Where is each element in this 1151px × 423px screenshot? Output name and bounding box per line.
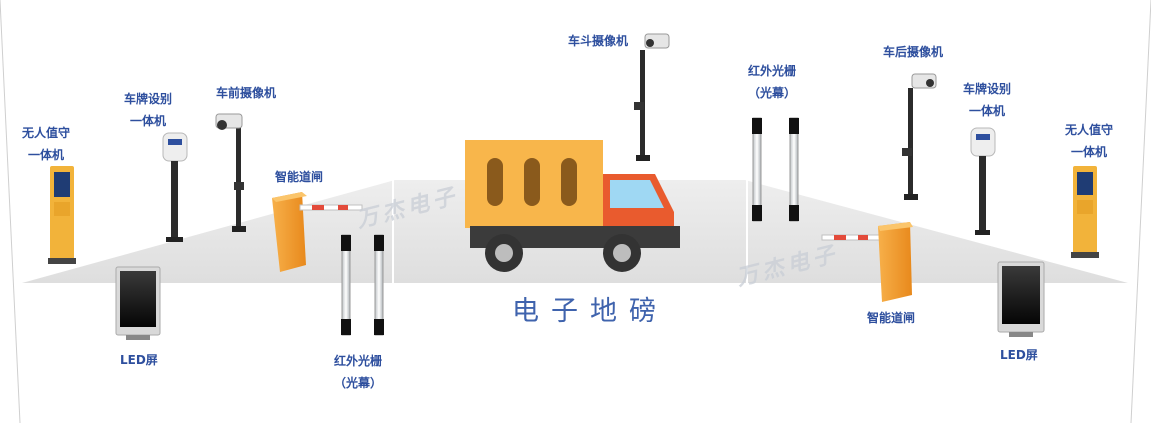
front-camera-pole [215,113,246,232]
bed-camera-pole [634,33,670,161]
label-line: 红外光栅 [748,64,797,78]
label-barrier-left: 智能道闸 [275,170,324,184]
label-line: 无人值守 [22,126,71,140]
label-kiosk-left: 无人值守 一体机 [22,122,70,166]
led-screen-right [997,261,1045,337]
plate-recognizer-right [970,127,996,235]
barrier-gate-right [821,222,913,302]
label-rear-camera: 车后摄像机 [883,45,944,59]
label-line: 一体机 [28,148,65,162]
label-line: 红外光栅 [334,354,383,368]
label-led-left: LED屏 [120,353,158,367]
label-line: 一体机 [1071,145,1108,159]
label-line: 车牌设别 [963,82,1012,96]
label-line: （光幕） [334,376,383,390]
ir-grating-left [341,234,384,336]
label-line: 一体机 [969,104,1006,118]
label-plate-right: 车牌设别 一体机 [963,78,1011,122]
label-kiosk-right: 无人值守 一体机 [1065,119,1113,163]
label-plate-left: 车牌设别 一体机 [124,88,172,132]
label-front-camera: 车前摄像机 [216,86,277,100]
label-ir-left: 红外光栅 （光幕） [334,350,382,394]
label-line: 车牌设别 [124,92,173,106]
label-bed-camera: 车斗摄像机 [568,34,629,48]
label-line: 无人值守 [1065,123,1114,137]
label-line: 一体机 [130,114,167,128]
led-screen-left [115,266,161,340]
rear-camera-pole [902,73,937,200]
kiosk-left [48,166,76,264]
barrier-gate-left [272,192,363,272]
label-line: （光幕） [748,86,797,100]
kiosk-right [1071,166,1099,258]
ir-grating-right [752,117,799,222]
plate-recognizer-left [162,132,188,242]
label-barrier-right: 智能道闸 [867,311,916,325]
label-ir-right: 红外光栅 （光幕） [748,60,796,104]
label-led-right: LED屏 [1000,348,1038,362]
weighbridge-label: 电子地磅 [512,296,668,327]
truck [465,140,680,272]
